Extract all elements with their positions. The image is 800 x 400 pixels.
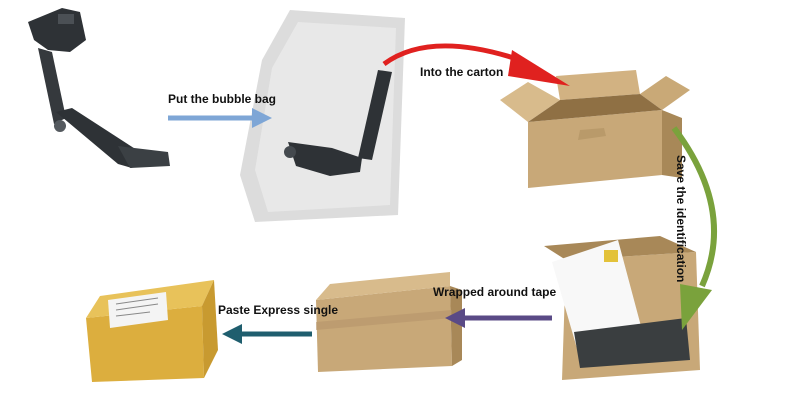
label-wrapped-tape: Wrapped around tape xyxy=(433,285,557,299)
label-save-identification: Save the identification xyxy=(674,155,688,283)
arrow-into-carton-head xyxy=(508,50,570,86)
arrow-save-identification-head xyxy=(680,284,712,330)
open-carton-image xyxy=(500,70,690,188)
label-put-bubble-bag: Put the bubble bag xyxy=(168,92,276,106)
arrow-save-identification xyxy=(671,126,718,288)
labeled-carton-image xyxy=(86,280,218,382)
carton-with-identification-image xyxy=(544,236,700,380)
taped-carton-image xyxy=(316,272,462,372)
label-into-carton: Into the carton xyxy=(420,65,504,79)
label-paste-express: Paste Express single xyxy=(218,303,339,317)
arrow-into-carton xyxy=(382,43,521,67)
ignition-coil-part-image xyxy=(28,8,170,168)
bubble-bag-image xyxy=(240,10,405,222)
